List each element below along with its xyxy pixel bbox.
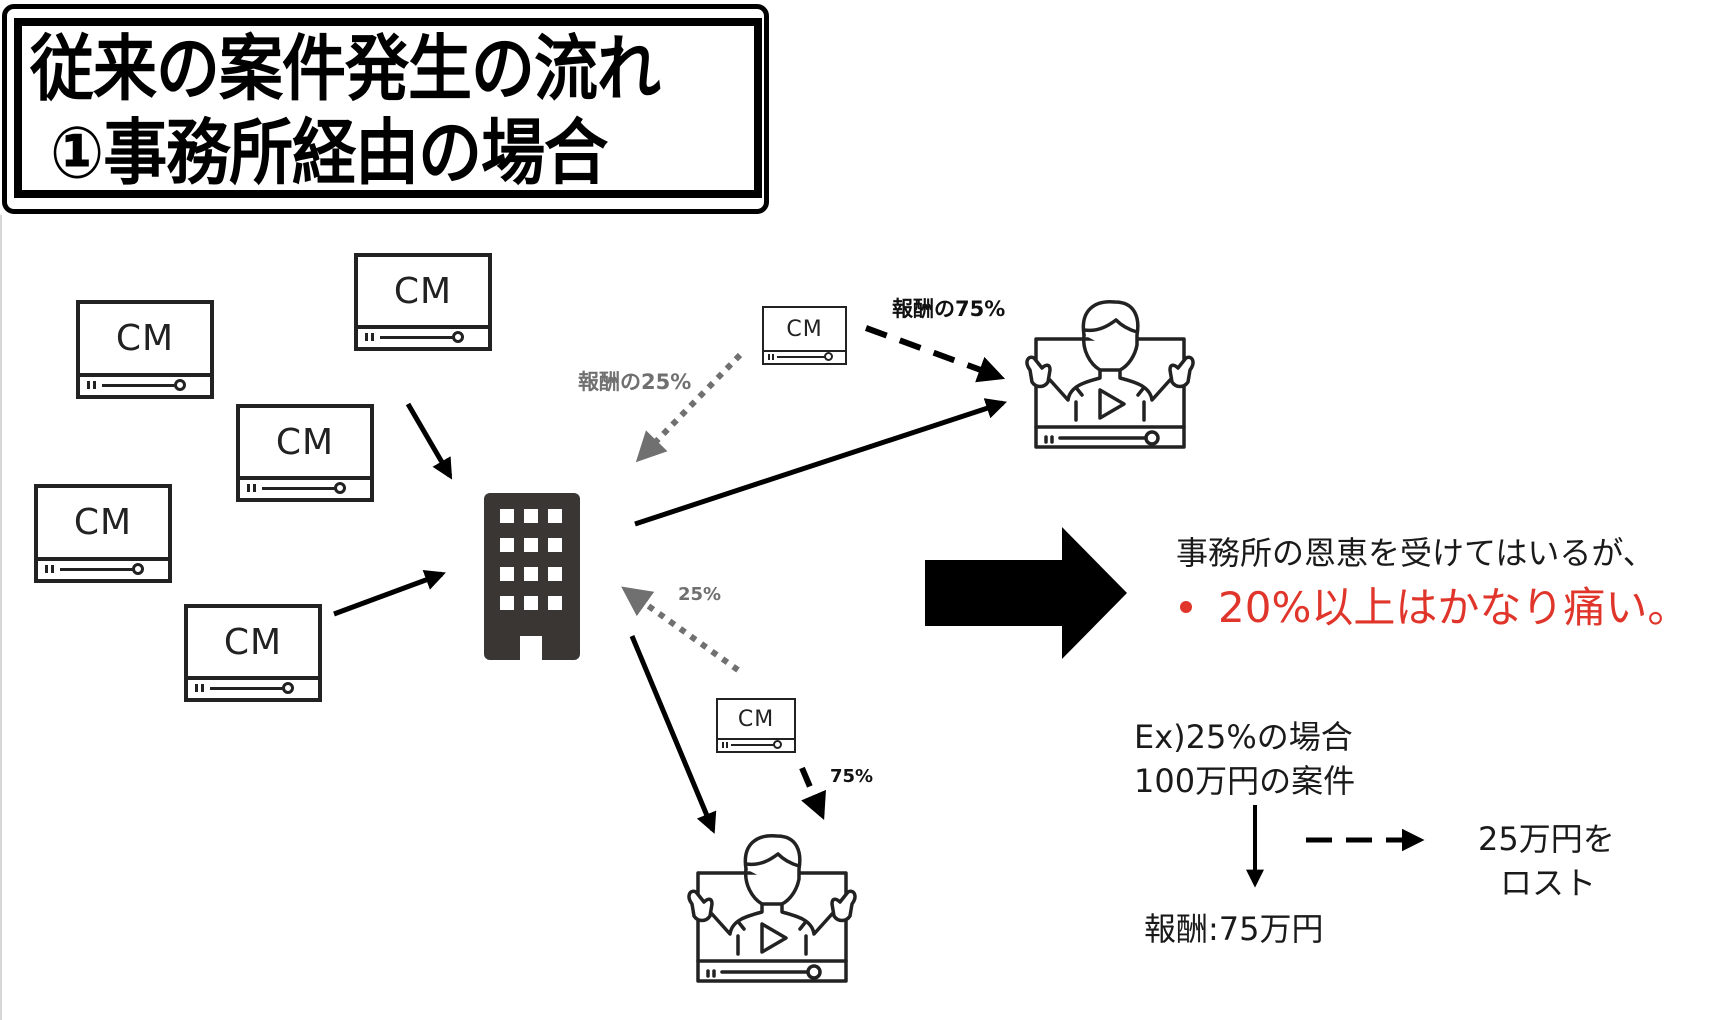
conclusion-line-1: 事務所の恩恵を受けてはいるが、	[1176, 534, 1655, 572]
example-loss-line-1: 25万円を	[1478, 820, 1615, 858]
example-fee: 報酬:75万円	[1144, 910, 1324, 948]
arrow-agency-to-creator-top	[634, 398, 1007, 527]
pause-icon	[768, 354, 774, 360]
label-fee-agency-top: 報酬の25%	[578, 370, 692, 394]
video-progress-bar	[188, 680, 318, 698]
title-frame-inner	[14, 18, 762, 198]
cm-video-box: CM	[76, 300, 214, 399]
bullet-icon	[1180, 600, 1192, 613]
video-progress-bar	[718, 740, 794, 751]
title-line-1: 従来の案件発生の流れ	[30, 28, 661, 112]
cm-video-box-small: CM	[716, 698, 796, 753]
pause-icon	[365, 333, 374, 341]
cm-video-box: CM	[184, 604, 322, 702]
cm-video-box: CM	[354, 253, 492, 351]
cm-label: CM	[737, 706, 775, 732]
pause-icon	[195, 684, 204, 692]
cm-video-box: CM	[236, 404, 374, 502]
cm-video-box: CM	[34, 484, 172, 583]
page-edge-line	[0, 215, 2, 1020]
arrow-client-to-agency	[405, 402, 453, 480]
example-project: 100万円の案件	[1134, 762, 1356, 800]
example-loss-line-2: ロスト	[1500, 864, 1597, 902]
cm-label: CM	[786, 316, 823, 342]
cm-label: CM	[73, 502, 133, 543]
label-fee-agency-bottom: 25%	[678, 584, 722, 605]
arrow-client-to-agency	[333, 569, 446, 617]
pause-icon	[45, 565, 54, 573]
conclusion-line-2: 20%以上はかなり痛い。	[1180, 574, 1689, 635]
video-progress-bar	[38, 561, 168, 579]
arrow-fee-to-creator-bottom	[799, 766, 826, 820]
video-progress-bar	[764, 352, 845, 363]
title-line-2: ①事務所経由の場合	[50, 112, 608, 196]
video-progress-bar	[240, 480, 370, 498]
title-frame-outer	[2, 4, 769, 214]
conclusion-line-2-text: 20%以上はかなり痛い。	[1218, 583, 1690, 632]
cm-video-box-small: CM	[762, 306, 847, 365]
video-progress-bar	[80, 377, 210, 395]
arrow-agency-to-creator-bottom	[629, 635, 717, 834]
arrow-fee-to-creator-top	[864, 325, 1006, 383]
creator-bottom-icon	[687, 834, 857, 983]
cm-label: CM	[115, 318, 175, 359]
label-fee-talent-bottom: 75%	[830, 766, 874, 787]
pause-icon	[247, 484, 256, 492]
example-heading: Ex)25%の場合	[1134, 718, 1353, 756]
office-building-icon	[484, 493, 580, 660]
creator-top-icon	[1025, 300, 1195, 449]
cm-label: CM	[223, 621, 283, 663]
pause-icon	[87, 381, 96, 389]
pause-icon	[722, 742, 728, 748]
big-right-arrow	[925, 527, 1127, 659]
cm-label: CM	[393, 270, 453, 312]
video-progress-bar	[358, 329, 488, 347]
label-fee-talent-top: 報酬の75%	[892, 297, 1006, 321]
cm-label: CM	[275, 421, 335, 463]
